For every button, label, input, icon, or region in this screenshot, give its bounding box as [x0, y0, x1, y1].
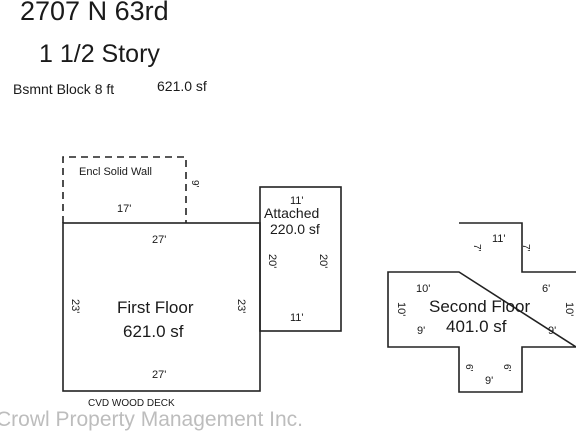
attached-bottom-dimension: 11'	[290, 312, 304, 324]
attached-outline	[259, 186, 342, 332]
first-floor-area: 621.0 sf	[123, 322, 184, 341]
attached-label: Attached	[264, 205, 319, 221]
second-floor-label: Second Floor	[429, 297, 530, 316]
second-floor-left-bottom-dimension: 9'	[417, 325, 425, 337]
first-floor-right-dimension: 23'	[235, 299, 247, 313]
second-floor-right-top-dimension: 6'	[542, 283, 550, 295]
property-address: 2707 N 63rd	[20, 0, 169, 26]
encl-solid-wall-outline	[62, 156, 187, 223]
encl-label: Encl Solid Wall	[79, 166, 152, 178]
first-floor-left-dimension: 23'	[69, 299, 81, 313]
attached-right-dimension: 20'	[317, 254, 329, 268]
watermark: Crowl Property Management Inc.	[0, 408, 303, 431]
attached-left-dimension: 20'	[266, 254, 278, 268]
second-floor-top-left-dimension: 7'	[471, 244, 482, 252]
second-floor-top-right-dimension: 7'	[520, 244, 531, 252]
second-floor-bottom-dimension: 9'	[485, 375, 493, 387]
second-floor-bottom-right-dimension: 6'	[501, 364, 512, 372]
first-floor-bottom-dimension: 27'	[152, 369, 166, 381]
attached-area: 220.0 sf	[270, 221, 320, 237]
basement-label: Bsmnt Block 8 ft	[13, 81, 114, 97]
second-floor-right-bottom-dimension: 9'	[548, 325, 556, 337]
encl-depth-dimension: 9'	[189, 180, 200, 188]
encl-width-dimension: 17'	[117, 203, 131, 215]
second-floor-top-dimension: 11'	[492, 233, 506, 245]
basement-area: 621.0 sf	[157, 78, 207, 94]
second-floor-outline	[387, 222, 576, 393]
attached-top-dimension: 11'	[290, 195, 304, 207]
property-style: 1 1/2 Story	[39, 40, 160, 68]
first-floor-label: First Floor	[117, 298, 194, 317]
second-floor-left-dimension: 10'	[395, 302, 407, 316]
second-floor-bottom-left-dimension: 6'	[463, 364, 474, 372]
second-floor-right-dimension: 10'	[563, 302, 575, 316]
first-floor-top-dimension: 27'	[152, 234, 166, 246]
second-floor-area: 401.0 sf	[446, 317, 507, 336]
second-floor-left-top-dimension: 10'	[416, 283, 430, 295]
deck-label: CVD WOOD DECK	[88, 398, 175, 409]
